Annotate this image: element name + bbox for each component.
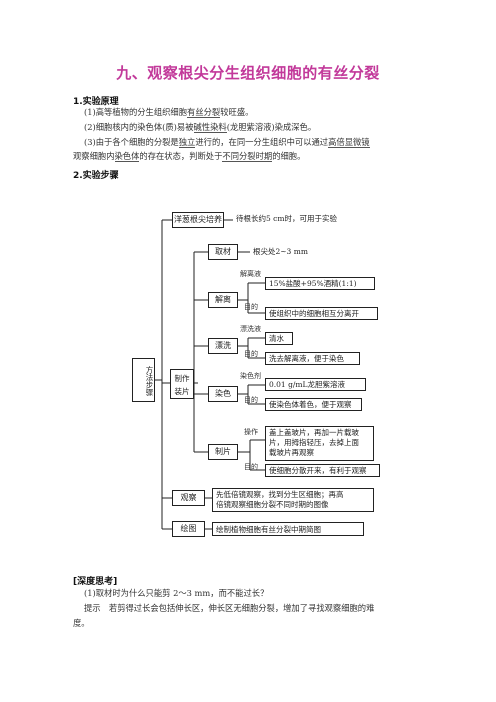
squash-purpose-label: 目的 (244, 463, 258, 471)
flow-root-node: 方法步骤 (132, 358, 155, 402)
dissociate-purpose: 使组织中的细胞相互分离开 (265, 307, 378, 320)
stain-solution: 0.01 g/mL龙胆紫溶液 (265, 378, 366, 391)
flow-observe-text: 先低倍镜观察，找到分生区细胞；再高 倍镜观察细胞分裂不同时期的图像 (212, 488, 374, 512)
stain-solution-label: 染色剂 (240, 372, 261, 380)
squash-op-label: 操作 (244, 428, 258, 436)
rinse-solution-label: 漂洗液 (240, 325, 261, 333)
stain-purpose-label: 目的 (244, 396, 258, 404)
flow-dissociate-node: 解离 (208, 292, 238, 308)
flow-culture-text: 待根长约5 cm时，可用于实验 (233, 212, 340, 228)
flow-draw-node: 绘图 (172, 521, 205, 537)
stain-purpose: 使染色体着色，便于观察 (265, 398, 362, 411)
squash-purpose: 使细胞分散开来，有利于观察 (265, 464, 380, 477)
flow-make-node: 制作装片 (170, 369, 194, 399)
squash-op: 盖上盖玻片，再加一片载玻 片，用拇指轻压，去掉上面 载玻片再观察 (265, 426, 374, 461)
rinse-purpose: 洗去解离液，便于染色 (265, 352, 360, 365)
dissociate-solution: 15%盐酸+95%酒精(1:1) (265, 277, 375, 290)
page-title: 九、观察根尖分生组织细胞的有丝分裂 (116, 64, 380, 82)
flow-draw-text: 绘制植物细胞有丝分裂中期简图 (212, 522, 364, 536)
flow-stain-node: 染色 (208, 386, 238, 402)
principle-item-3-line1: (3)由于各个细胞的分裂是独立进行的，在同一分生组织中可以通过高倍显微镜 (84, 137, 370, 148)
flow-take-text: 根尖处2~3 mm (250, 245, 311, 259)
deep-thinking-heading: [深度思考] (73, 577, 118, 587)
flow-squash-node: 制片 (208, 444, 238, 460)
principle-item-2: (2)细胞核内的染色体(质)易被碱性染料(龙胆紫溶液)染成深色。 (84, 122, 317, 133)
section-heading-steps: 2.实验步骤 (73, 171, 119, 181)
flow-take-node: 取材 (208, 244, 238, 260)
deep-answer-line1: 提示 若剪得过长会包括伸长区，伸长区无细胞分裂，增加了寻找观察细胞的难 (84, 603, 375, 613)
dissociate-purpose-label: 目的 (244, 303, 258, 311)
flow-rinse-node: 漂洗 (208, 338, 238, 354)
principle-item-1: (1)高等植物的分生组织细胞有丝分裂较旺盛。 (84, 107, 254, 118)
section-heading-principle: 1.实验原理 (73, 97, 119, 107)
flow-observe-node: 观察 (172, 490, 205, 506)
deep-answer-line2: 度。 (73, 618, 90, 628)
principle-item-3-line2: 观察细胞内染色体的存在状态，判断处于不同分裂时期的细胞。 (73, 151, 306, 162)
rinse-purpose-label: 目的 (244, 350, 258, 358)
dissociate-solution-label: 解离液 (240, 270, 261, 278)
rinse-solution: 清水 (265, 332, 293, 345)
flow-culture-node: 洋葱根尖培养 (172, 212, 224, 228)
deep-question: (1)取材时为什么只能剪 2～3 mm，而不能过长？ (84, 588, 269, 598)
